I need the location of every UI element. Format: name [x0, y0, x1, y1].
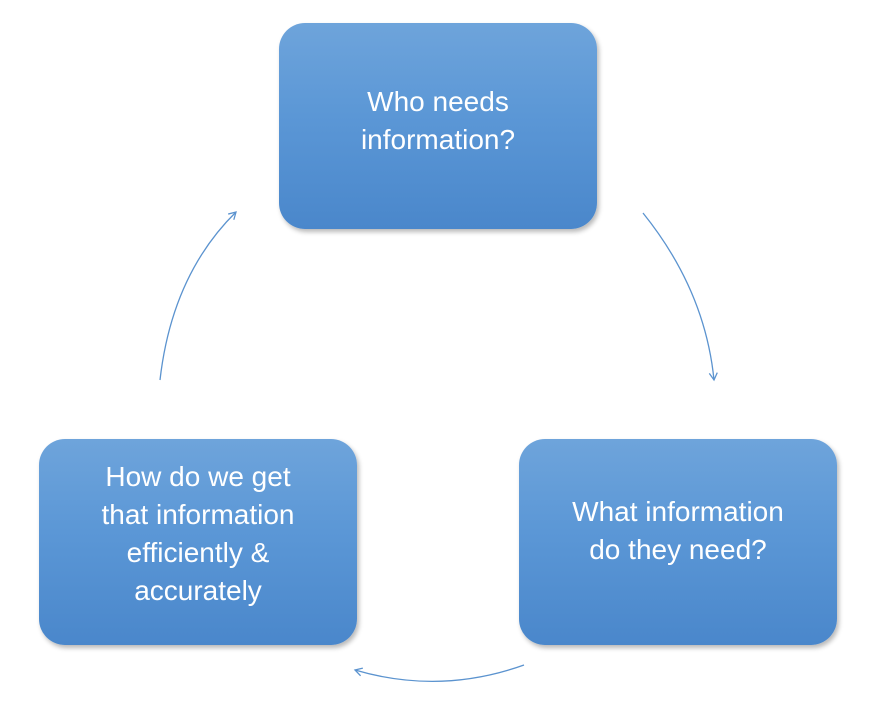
node-who-needs-information: Who needs information?: [279, 23, 597, 229]
node-label: Who needs information?: [360, 86, 516, 155]
node-label: What information do they need?: [572, 496, 784, 565]
node-how-do-we-get-information: How do we get that information efficient…: [39, 439, 357, 645]
arrow-what-to-how: [353, 664, 525, 682]
node-label: How do we get that information efficient…: [101, 461, 295, 606]
arrow-who-to-what: [642, 212, 718, 382]
arrow-how-to-who: [159, 211, 237, 381]
node-what-information: What information do they need?: [519, 439, 837, 645]
